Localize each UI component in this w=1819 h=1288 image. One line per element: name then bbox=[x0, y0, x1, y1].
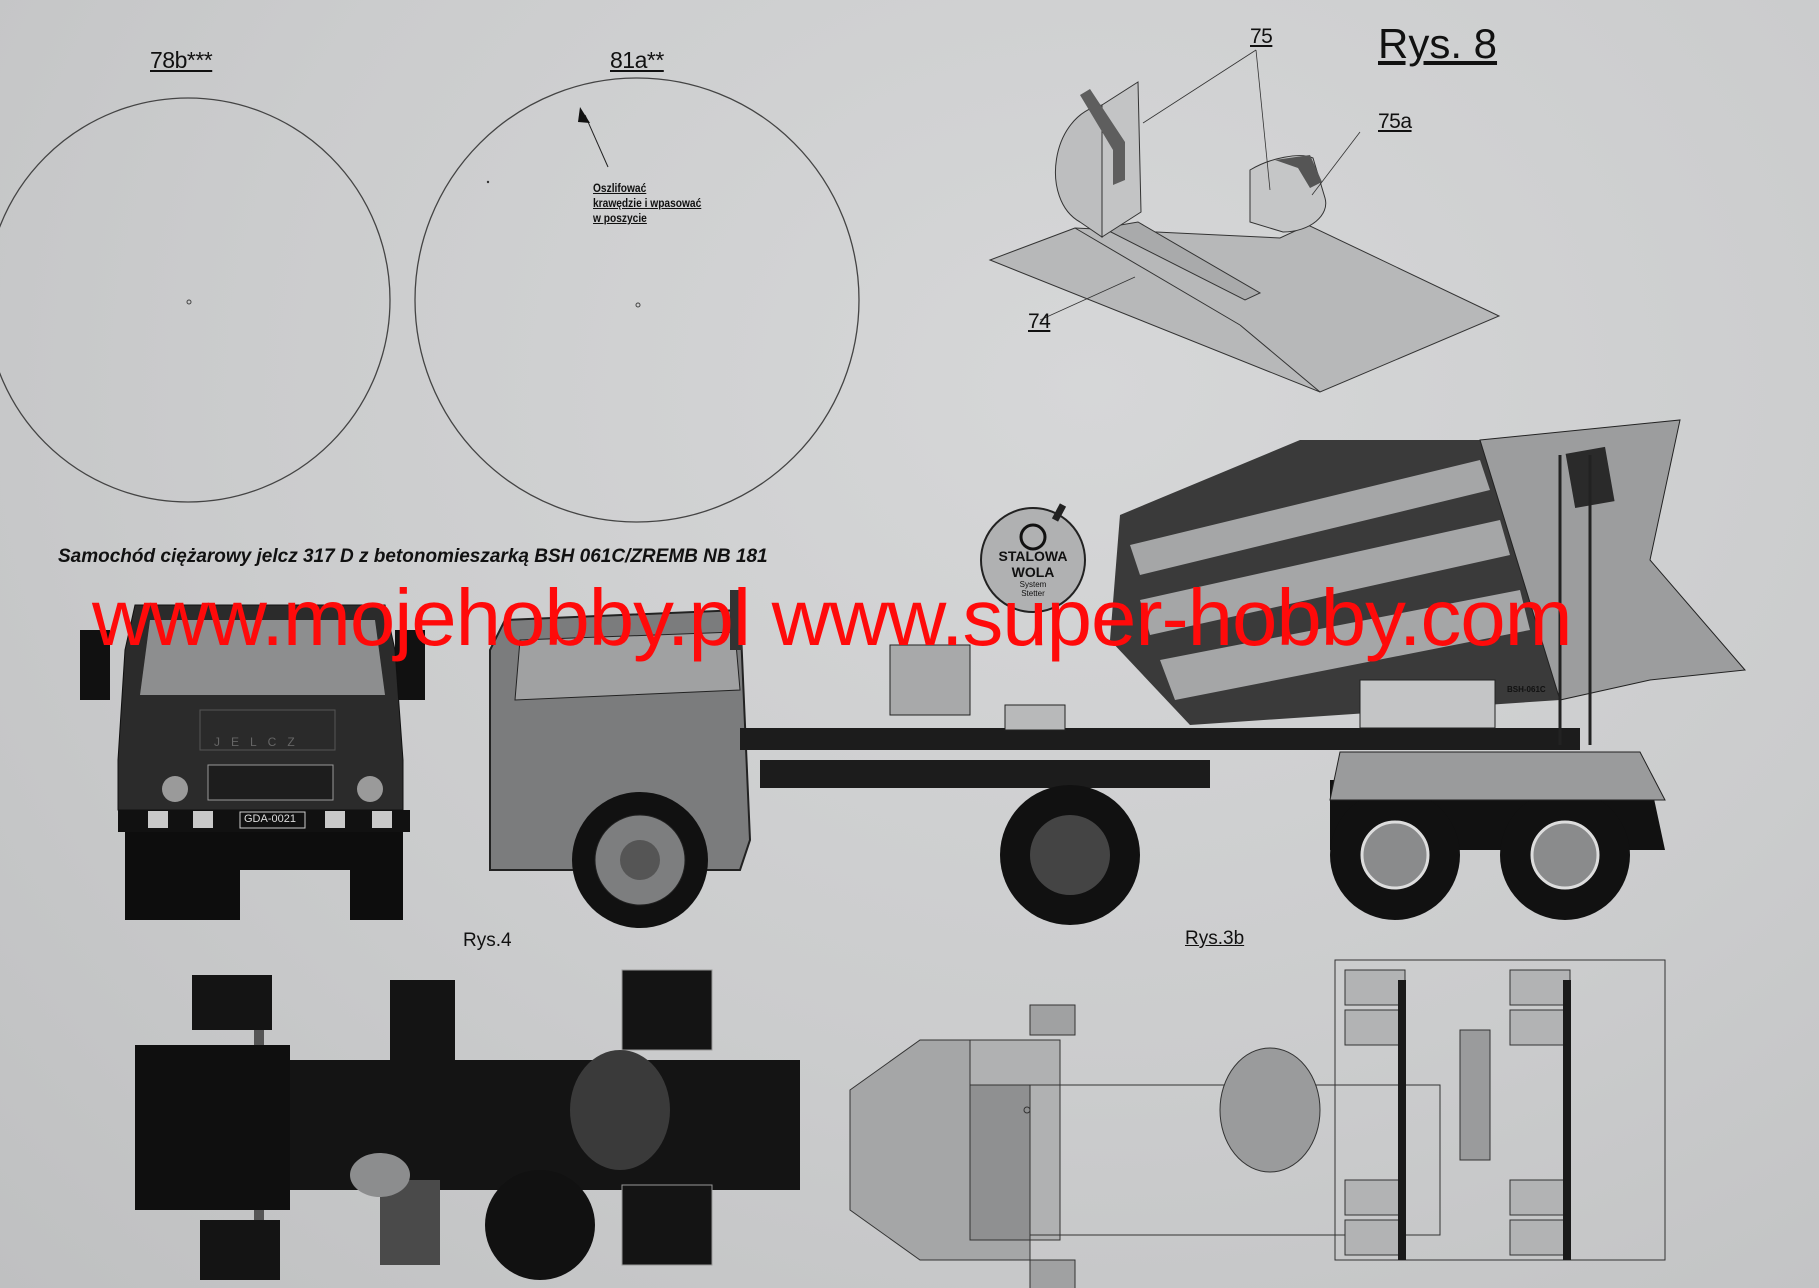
note-line-1: Oszlifować bbox=[593, 181, 647, 195]
badge-line-4: Stetter bbox=[1021, 589, 1045, 598]
part-78b-circle bbox=[0, 97, 391, 503]
watermark-text: www.mojehobby.pl www.super-hobby.com bbox=[92, 573, 1573, 662]
grille-brand: JELCZ bbox=[214, 735, 306, 749]
badge-line-2: WOLA bbox=[1011, 564, 1055, 580]
arrow-icon bbox=[578, 107, 590, 123]
stalowa-wola-badge: STALOWA WOLA System Stetter bbox=[985, 548, 1081, 598]
badge-line-3: System bbox=[1019, 580, 1047, 589]
figure-label-rys3b: Rys.3b bbox=[1185, 928, 1245, 949]
note-line-2: krawędzie i wpasować bbox=[593, 196, 702, 210]
rys3b-chassis-drawing bbox=[849, 959, 1666, 1288]
part-label-75a: 75a bbox=[1378, 110, 1412, 133]
assembly-note: Oszlifować krawędzie i wpasować w poszyc… bbox=[593, 181, 701, 226]
badge-line-1: STALOWA bbox=[998, 548, 1068, 564]
truck-front-view bbox=[80, 604, 425, 920]
part-label-78b: 78b*** bbox=[150, 47, 213, 73]
part-81a-circle bbox=[414, 77, 860, 523]
mixer-model-label: BSH-061C bbox=[1507, 685, 1546, 694]
part-label-75: 75 bbox=[1250, 25, 1273, 48]
drawing-caption: Samochód ciężarowy jelcz 317 D z betonom… bbox=[58, 546, 768, 567]
note-line-3: w poszycie bbox=[593, 211, 647, 225]
rys4-chassis-drawing bbox=[135, 969, 800, 1280]
figure-title-rys8: Rys. 8 bbox=[1378, 20, 1498, 67]
figure-label-rys4: Rys.4 bbox=[463, 930, 512, 951]
part-label-74: 74 bbox=[1028, 310, 1051, 333]
license-plate: GDA-0021 bbox=[244, 813, 296, 825]
part-74-75-drawing bbox=[988, 49, 1501, 393]
part-label-81a: 81a** bbox=[610, 47, 664, 73]
truck-side-view bbox=[489, 419, 1747, 928]
